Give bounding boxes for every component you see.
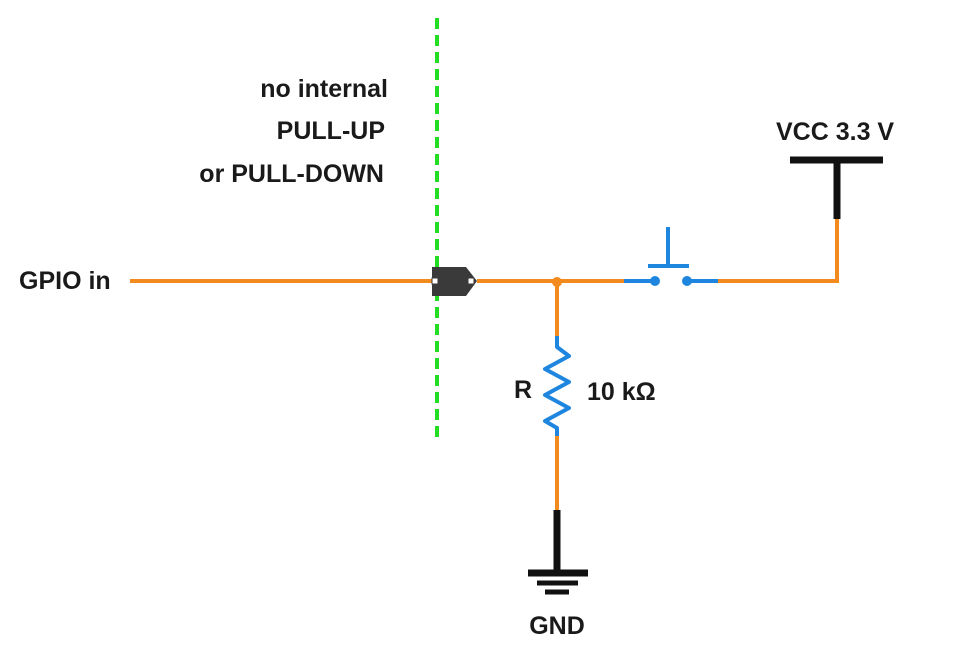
resistor-value-label: 10 kΩ [587,378,656,406]
supply-rail-icon [790,156,883,219]
push-button-switch-icon [624,227,718,286]
vcc-label: VCC 3.3 V [776,118,894,146]
ground-symbol-icon [528,510,588,595]
gpio-label: GPIO in [19,267,111,295]
note-line-1: no internal [260,75,388,103]
note-line-3: or PULL-DOWN [199,160,384,188]
gnd-label: GND [529,612,585,640]
resistor-name-label: R [514,376,532,404]
zigzag-resistor-icon [543,336,571,436]
pin-connector-icon [431,267,477,296]
note-line-2: PULL-UP [277,117,385,145]
